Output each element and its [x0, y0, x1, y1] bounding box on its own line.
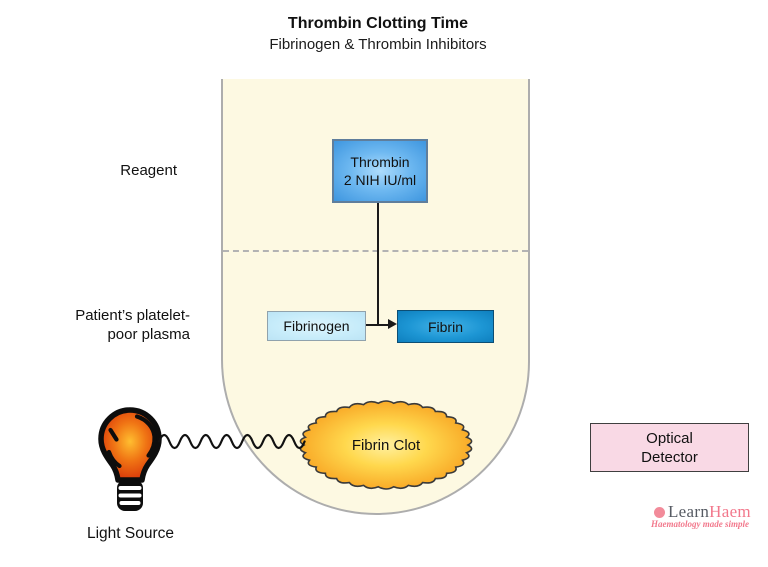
thrombin-reagent-box: Thrombin 2 NIH IU/ml [332, 139, 428, 203]
light-wave-icon [158, 433, 306, 450]
logo-dot-icon [654, 507, 665, 518]
fibrinogen-box-label: Fibrinogen [283, 318, 350, 334]
logo-brand: LearnHaem [668, 502, 751, 522]
light-bulb-icon [98, 407, 162, 511]
fibrinogen-box: Fibrinogen [267, 311, 366, 341]
logo-tagline: Haematology made simple [651, 519, 749, 529]
logo-brand-haem: Haem [709, 502, 751, 521]
reagent-plasma-divider [223, 250, 528, 252]
reaction-arrow-head [388, 319, 397, 329]
detector-label-line1: Optical [646, 429, 693, 447]
fibrin-box: Fibrin [397, 310, 494, 343]
reagent-label: Reagent [120, 162, 177, 179]
detector-label-line2: Detector [641, 448, 698, 466]
plasma-label: Patient’s platelet- poor plasma [30, 306, 190, 344]
light-source-label: Light Source [86, 525, 175, 542]
page-subtitle: Fibrinogen & Thrombin Inhibitors [269, 36, 487, 53]
optical-detector-box: Optical Detector [590, 423, 749, 472]
fibrin-clot-label: Fibrin Clot [351, 437, 421, 454]
page-title: Thrombin Clotting Time [287, 15, 469, 32]
plasma-label-line2: poor plasma [107, 326, 190, 343]
thrombin-box-line2: 2 NIH IU/ml [343, 172, 417, 188]
thrombin-connector-line [377, 199, 379, 325]
plasma-label-line1: Patient’s platelet- [75, 307, 190, 324]
fibrin-box-label: Fibrin [427, 318, 463, 335]
reaction-arrow-line [364, 324, 390, 326]
thrombin-box-line1: Thrombin [350, 154, 410, 170]
logo-brand-learn: Learn [668, 502, 710, 521]
